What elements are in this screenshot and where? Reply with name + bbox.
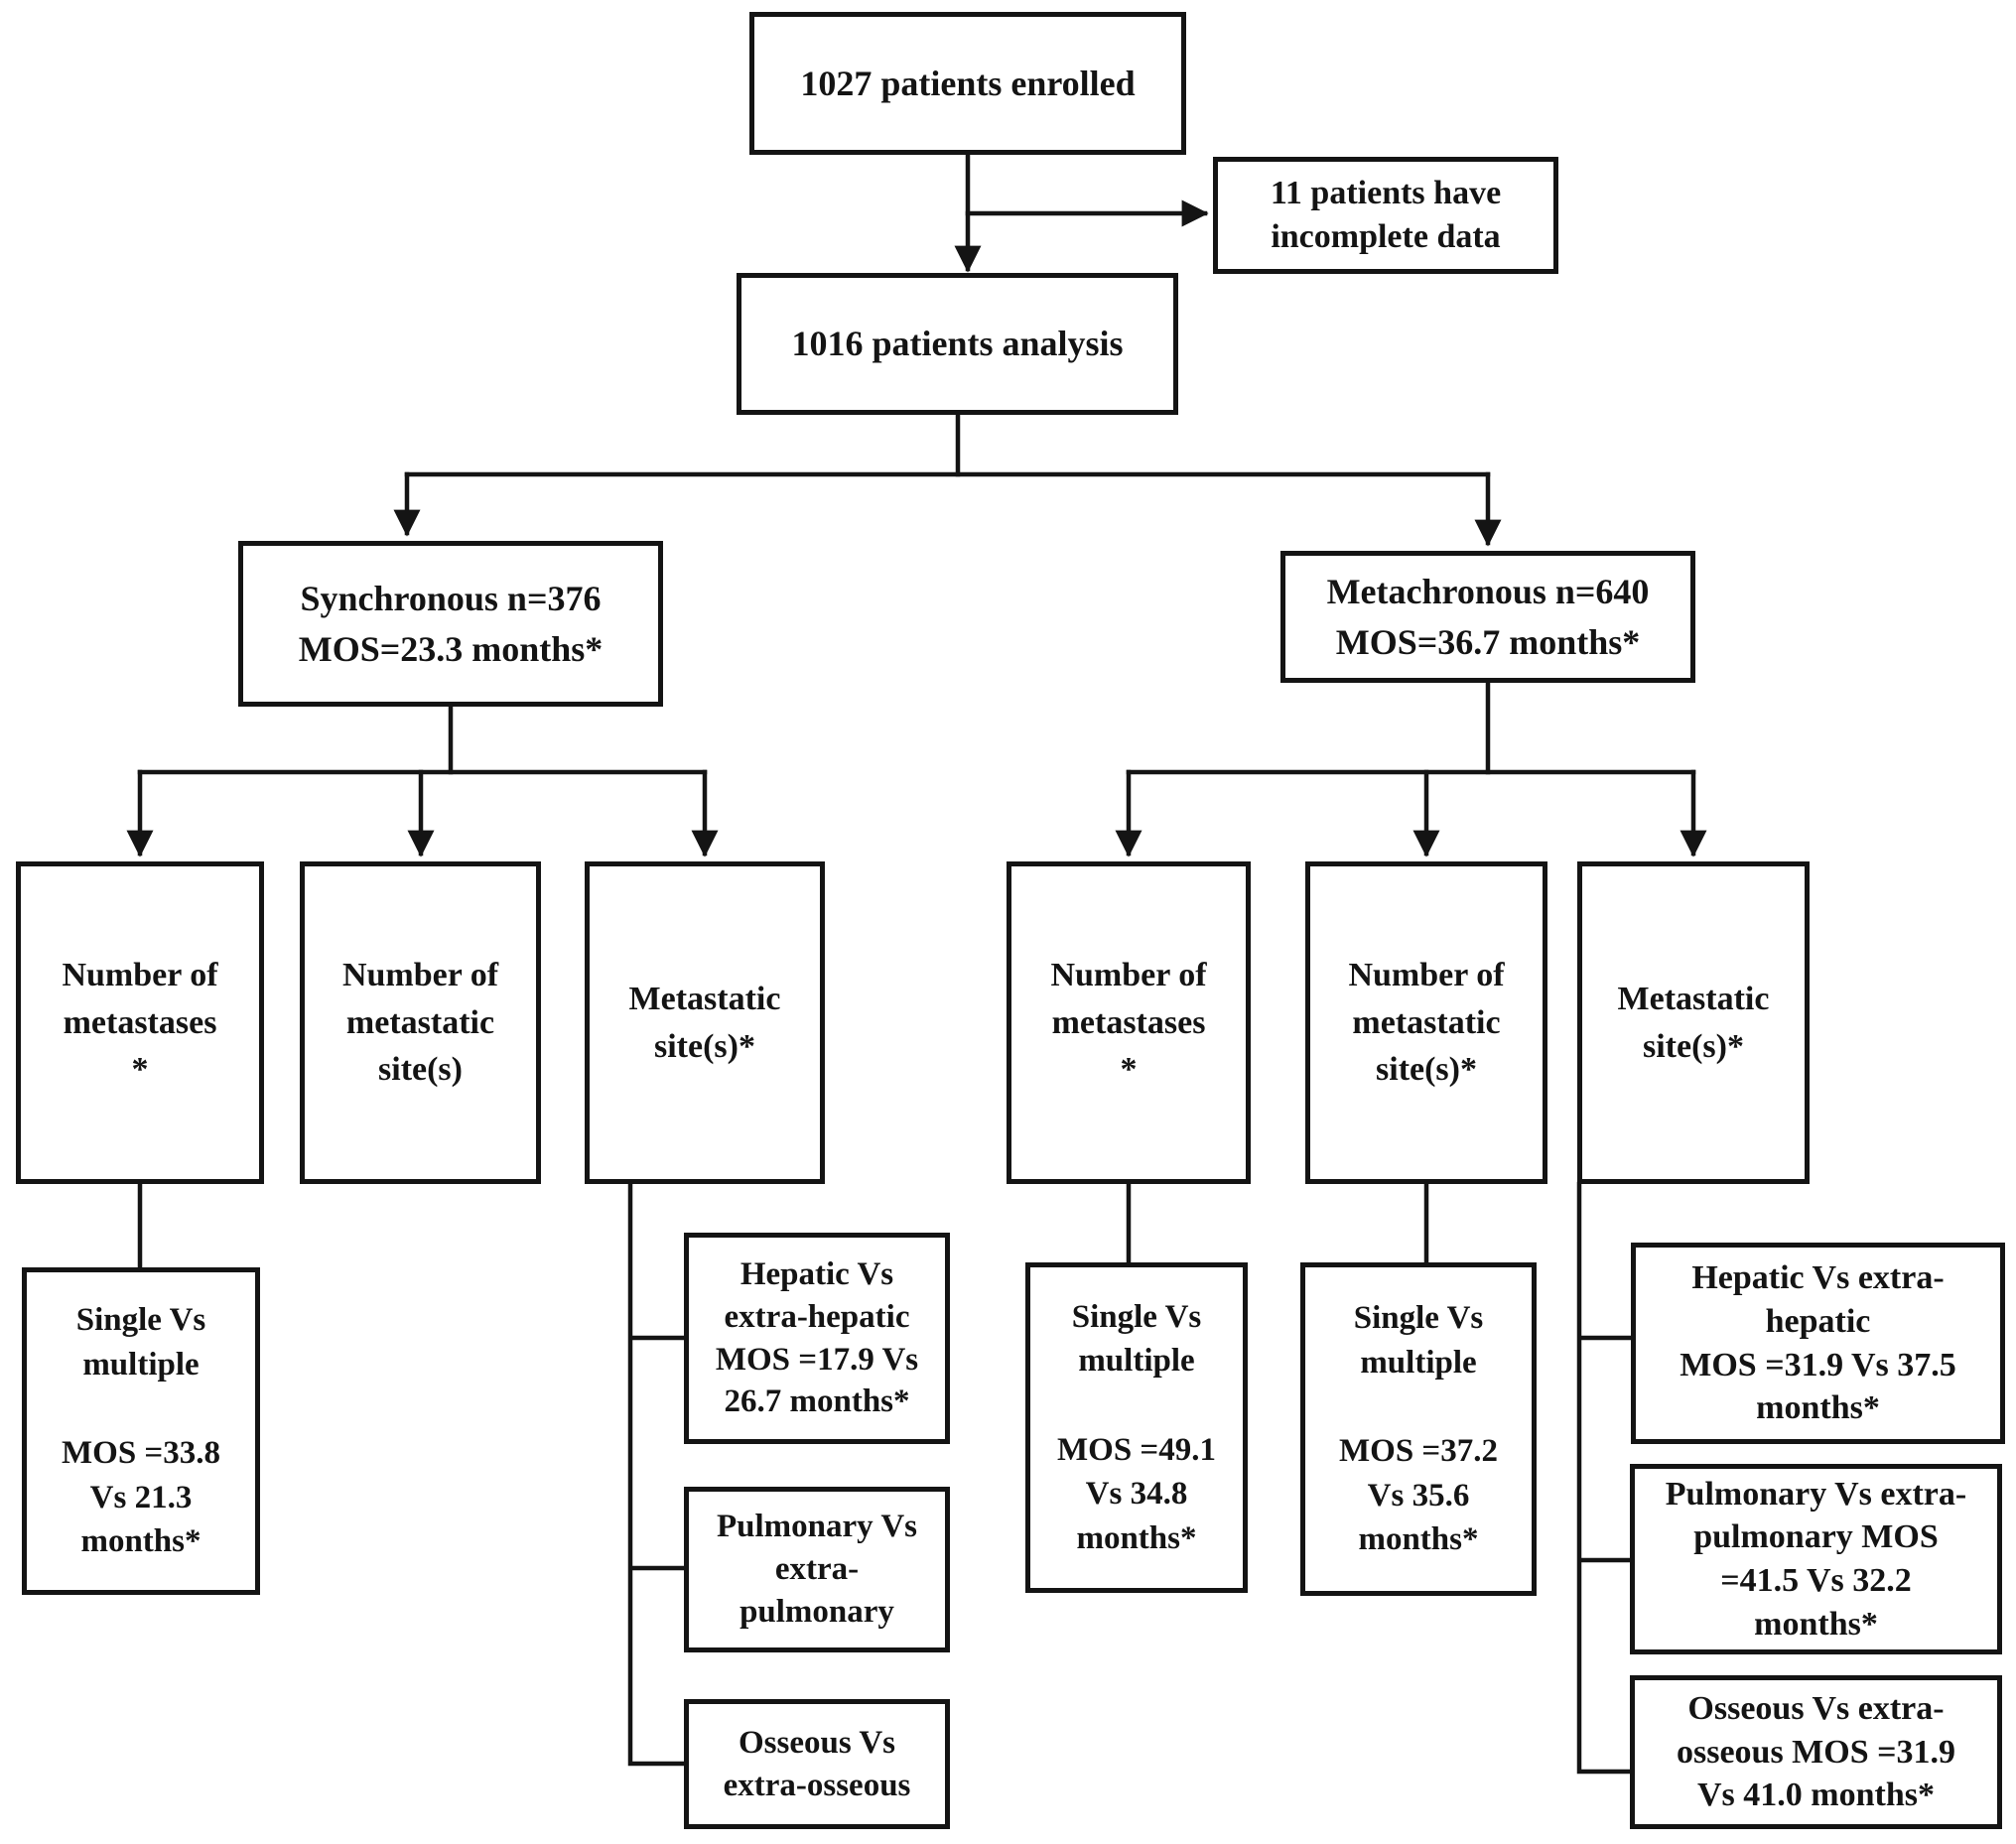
connector-metachronous-split xyxy=(1115,680,1707,857)
node-syn-hepatic-vs-extrahepatic: Hepatic Vs extra-hepatic MOS =17.9 Vs 26… xyxy=(684,1233,950,1444)
node-syn-pulmonary-vs-extrapulmonary: Pulmonary Vs extra- pulmonary xyxy=(684,1487,950,1652)
node-metachronous-text: Metachronous n=640 MOS=36.7 months* xyxy=(1326,572,1650,662)
node-syn-metastatic-sites: Metastatic site(s)* xyxy=(585,861,825,1184)
node-met-single-vs-multiple-sites: Single Vs multiple MOS =37.2 Vs 35.6 mon… xyxy=(1300,1262,1537,1596)
node-syn-osseous-vs-extraosseous: Osseous Vs extra-osseous xyxy=(684,1699,950,1829)
node-met-hepatic-vs-extrahepatic: Hepatic Vs extra- hepatic MOS =31.9 Vs 3… xyxy=(1631,1243,2005,1444)
node-met-single-vs-multiple-sites-text: Single Vs multiple MOS =37.2 Vs 35.6 mon… xyxy=(1339,1300,1498,1558)
node-syn-number-of-metastases-text: Number of metastases * xyxy=(62,957,218,1089)
node-met-number-of-metastatic-sites: Number of metastatic site(s)* xyxy=(1305,861,1547,1184)
node-patients-enrolled-text: 1027 patients enrolled xyxy=(800,63,1136,103)
node-met-pulmonary-vs-extrapulmonary-text: Pulmonary Vs extra- pulmonary MOS =41.5 … xyxy=(1665,1475,1967,1643)
node-met-metastatic-sites-text: Metastatic site(s)* xyxy=(1617,980,1770,1065)
node-patients-enrolled: 1027 patients enrolled xyxy=(749,12,1186,155)
node-incomplete-data-text: 11 patients have incomplete data xyxy=(1270,174,1502,255)
node-syn-single-vs-multiple-text: Single Vs multiple MOS =33.8 Vs 21.3 mon… xyxy=(62,1302,220,1560)
node-met-metastatic-sites: Metastatic site(s)* xyxy=(1577,861,1810,1184)
node-syn-single-vs-multiple: Single Vs multiple MOS =33.8 Vs 21.3 mon… xyxy=(22,1267,260,1595)
node-met-osseous-vs-extraosseous: Osseous Vs extra- osseous MOS =31.9 Vs 4… xyxy=(1630,1675,2002,1829)
connector-met-sites-trunk xyxy=(1576,1181,1636,1775)
connector-syn-sites-trunk xyxy=(627,1181,689,1767)
node-met-pulmonary-vs-extrapulmonary: Pulmonary Vs extra- pulmonary MOS =41.5 … xyxy=(1630,1464,2002,1654)
node-incomplete-data: 11 patients have incomplete data xyxy=(1213,157,1558,274)
node-syn-number-of-metastases: Number of metastases * xyxy=(16,861,264,1184)
node-syn-number-of-metastatic-sites-text: Number of metastatic site(s) xyxy=(341,957,499,1089)
node-patients-analysis-text: 1016 patients analysis xyxy=(791,324,1124,364)
connector-analysis-split xyxy=(393,412,1502,547)
connector-enrolled-to-analysis xyxy=(954,154,1209,273)
node-met-single-vs-multiple-metastases-text: Single Vs multiple MOS =49.1 Vs 34.8 mon… xyxy=(1057,1298,1216,1556)
node-patients-analysis: 1016 patients analysis xyxy=(737,273,1178,415)
connector-synchronous-split xyxy=(126,704,719,857)
node-met-single-vs-multiple-metastases: Single Vs multiple MOS =49.1 Vs 34.8 mon… xyxy=(1025,1262,1248,1593)
node-syn-pulmonary-vs-extrapulmonary-text: Pulmonary Vs extra- pulmonary xyxy=(717,1509,917,1630)
node-syn-number-of-metastatic-sites: Number of metastatic site(s) xyxy=(300,861,541,1184)
node-synchronous: Synchronous n=376 MOS=23.3 months* xyxy=(238,541,663,707)
node-syn-metastatic-sites-text: Metastatic site(s)* xyxy=(628,980,781,1065)
node-syn-osseous-vs-extraosseous-text: Osseous Vs extra-osseous xyxy=(723,1724,911,1803)
node-syn-hepatic-vs-extrahepatic-text: Hepatic Vs extra-hepatic MOS =17.9 Vs 26… xyxy=(715,1255,919,1420)
node-met-number-of-metastatic-sites-text: Number of metastatic site(s)* xyxy=(1348,957,1505,1089)
node-metachronous: Metachronous n=640 MOS=36.7 months* xyxy=(1280,551,1695,683)
node-met-number-of-metastases: Number of metastases * xyxy=(1007,861,1251,1184)
node-synchronous-text: Synchronous n=376 MOS=23.3 months* xyxy=(298,579,604,669)
node-met-number-of-metastases-text: Number of metastases * xyxy=(1050,957,1207,1089)
node-met-hepatic-vs-extrahepatic-text: Hepatic Vs extra- hepatic MOS =31.9 Vs 3… xyxy=(1680,1259,1956,1427)
node-met-osseous-vs-extraosseous-text: Osseous Vs extra- osseous MOS =31.9 Vs 4… xyxy=(1676,1690,1955,1814)
